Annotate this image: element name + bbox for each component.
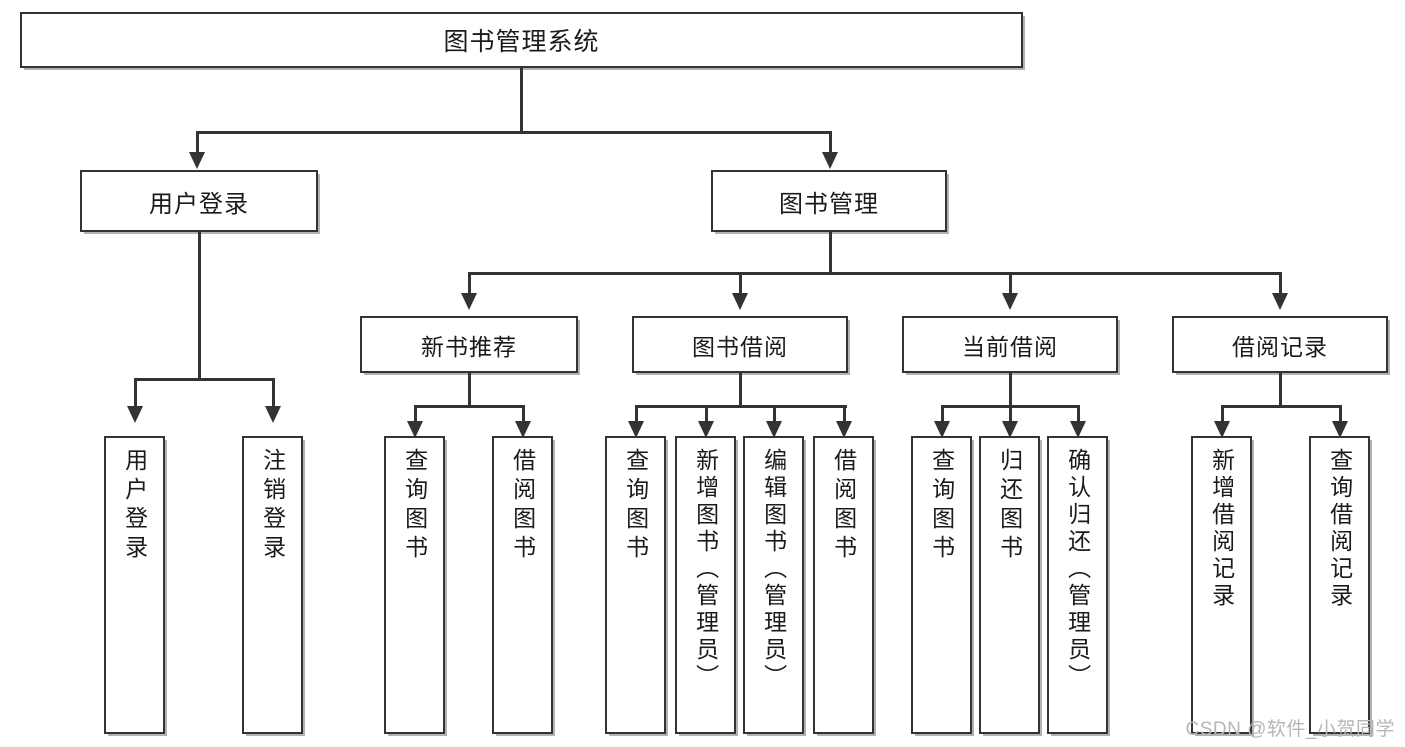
connector-new-book-recommend-bus bbox=[414, 405, 524, 408]
node-leaf-borrow-book-1[interactable]: 借阅图书 bbox=[492, 436, 553, 734]
connector-br-drop-1 bbox=[1221, 405, 1224, 427]
arrowhead-leaf-return-book bbox=[1002, 421, 1018, 438]
arrowhead-leaf-query-record bbox=[1332, 421, 1348, 438]
arrowhead-new-book-recommend bbox=[461, 293, 477, 310]
connector-root-to-user-login bbox=[196, 131, 199, 156]
node-leaf-borrow-book-2[interactable]: 借阅图书 bbox=[813, 436, 874, 734]
connector-book-manage-drop-2 bbox=[739, 272, 742, 297]
connector-book-manage-bus bbox=[468, 272, 1279, 275]
arrowhead-leaf-query-book-3 bbox=[934, 421, 950, 438]
node-book-manage-label: 图书管理 bbox=[779, 190, 879, 218]
arrowhead-leaf-query-book-2 bbox=[628, 421, 644, 438]
connector-root-stem bbox=[520, 68, 523, 133]
connector-root-bus bbox=[196, 131, 832, 134]
node-borrow-record-label: 借阅记录 bbox=[1232, 333, 1328, 360]
connector-cb-drop-3 bbox=[1077, 405, 1080, 427]
node-leaf-return-book-label: 归还图书 bbox=[996, 448, 1023, 564]
connector-book-manage-drop-4 bbox=[1279, 272, 1282, 297]
arrowhead-leaf-borrow-book-2 bbox=[836, 421, 852, 438]
node-book-borrow-label: 图书借阅 bbox=[692, 333, 788, 360]
connector-root-to-book-manage bbox=[829, 131, 832, 156]
arrowhead-leaf-add-record bbox=[1214, 421, 1230, 438]
arrowhead-current-borrow bbox=[1002, 293, 1018, 310]
connector-borrow-record-stem bbox=[1279, 373, 1282, 408]
connector-current-borrow-stem bbox=[1009, 373, 1012, 408]
arrowhead-leaf-query-book-1 bbox=[407, 421, 423, 438]
arrowhead-leaf-borrow-book-1 bbox=[515, 421, 531, 438]
connector-nbr-drop-1 bbox=[414, 405, 417, 427]
connector-book-manage-stem bbox=[829, 232, 832, 274]
connector-book-manage-drop-1 bbox=[468, 272, 471, 297]
arrowhead-leaf-user-logout bbox=[265, 406, 281, 423]
node-leaf-query-record-label: 查询借阅记录 bbox=[1326, 448, 1353, 610]
node-leaf-borrow-book-1-label: 借阅图书 bbox=[509, 448, 536, 564]
node-leaf-user-login-label: 用户登录 bbox=[121, 448, 148, 564]
connector-user-login-bus bbox=[134, 378, 274, 381]
node-leaf-add-record[interactable]: 新增借阅记录 bbox=[1191, 436, 1252, 734]
node-leaf-edit-book[interactable]: 编辑图书（管理员） bbox=[743, 436, 804, 734]
node-leaf-query-book-1-label: 查询图书 bbox=[401, 448, 428, 564]
arrowhead-book-borrow bbox=[732, 293, 748, 310]
connector-new-book-recommend-stem bbox=[468, 373, 471, 408]
node-leaf-user-logout-label: 注销登录 bbox=[259, 448, 286, 564]
arrowhead-leaf-user-login bbox=[127, 406, 143, 423]
node-leaf-borrow-book-2-label: 借阅图书 bbox=[830, 448, 857, 564]
node-leaf-user-logout[interactable]: 注销登录 bbox=[242, 436, 303, 734]
node-leaf-query-record[interactable]: 查询借阅记录 bbox=[1309, 436, 1370, 734]
connector-bb-drop-4 bbox=[843, 405, 846, 427]
node-root[interactable]: 图书管理系统 bbox=[20, 12, 1023, 68]
connector-bb-drop-3 bbox=[773, 405, 776, 427]
arrowhead-leaf-add-book bbox=[698, 421, 714, 438]
node-new-book-recommend[interactable]: 新书推荐 bbox=[360, 316, 578, 373]
connector-cb-drop-1 bbox=[941, 405, 944, 427]
node-leaf-user-login[interactable]: 用户登录 bbox=[104, 436, 165, 734]
arrowhead-leaf-confirm-return bbox=[1070, 421, 1086, 438]
node-leaf-confirm-return-label: 确认归还（管理员） bbox=[1064, 448, 1091, 691]
connector-bb-drop-1 bbox=[635, 405, 638, 427]
node-current-borrow[interactable]: 当前借阅 bbox=[902, 316, 1118, 373]
node-user-login-label: 用户登录 bbox=[149, 190, 249, 218]
connector-book-borrow-stem bbox=[739, 373, 742, 408]
node-book-manage[interactable]: 图书管理 bbox=[711, 170, 947, 232]
node-root-label: 图书管理系统 bbox=[443, 28, 600, 56]
node-leaf-query-book-3[interactable]: 查询图书 bbox=[911, 436, 972, 734]
connector-br-drop-2 bbox=[1339, 405, 1342, 427]
node-leaf-return-book[interactable]: 归还图书 bbox=[979, 436, 1040, 734]
connector-book-manage-drop-3 bbox=[1009, 272, 1012, 297]
connector-cb-drop-2 bbox=[1009, 405, 1012, 427]
node-current-borrow-label: 当前借阅 bbox=[962, 333, 1058, 360]
node-leaf-query-book-1[interactable]: 查询图书 bbox=[384, 436, 445, 734]
node-leaf-edit-book-label: 编辑图书（管理员） bbox=[760, 448, 787, 691]
node-leaf-confirm-return[interactable]: 确认归还（管理员） bbox=[1047, 436, 1108, 734]
node-leaf-query-book-3-label: 查询图书 bbox=[928, 448, 955, 564]
node-leaf-add-record-label: 新增借阅记录 bbox=[1208, 448, 1235, 610]
connector-bb-drop-2 bbox=[705, 405, 708, 427]
node-user-login[interactable]: 用户登录 bbox=[80, 170, 318, 232]
arrowhead-borrow-record bbox=[1272, 293, 1288, 310]
connector-book-borrow-bus bbox=[635, 405, 847, 408]
node-new-book-recommend-label: 新书推荐 bbox=[421, 333, 517, 360]
connector-user-login-drop-1 bbox=[134, 378, 137, 410]
node-borrow-record[interactable]: 借阅记录 bbox=[1172, 316, 1388, 373]
node-book-borrow[interactable]: 图书借阅 bbox=[632, 316, 848, 373]
connector-nbr-drop-2 bbox=[522, 405, 525, 427]
arrowhead-leaf-edit-book bbox=[766, 421, 782, 438]
node-leaf-query-book-2[interactable]: 查询图书 bbox=[605, 436, 666, 734]
node-leaf-add-book[interactable]: 新增图书（管理员） bbox=[675, 436, 736, 734]
arrowhead-book-manage bbox=[822, 152, 838, 169]
connector-borrow-record-bus bbox=[1221, 405, 1341, 408]
arrowhead-user-login bbox=[189, 152, 205, 169]
node-leaf-add-book-label: 新增图书（管理员） bbox=[692, 448, 719, 691]
node-leaf-query-book-2-label: 查询图书 bbox=[622, 448, 649, 564]
connector-user-login-drop-2 bbox=[272, 378, 275, 410]
connector-user-login-stem bbox=[198, 232, 201, 380]
